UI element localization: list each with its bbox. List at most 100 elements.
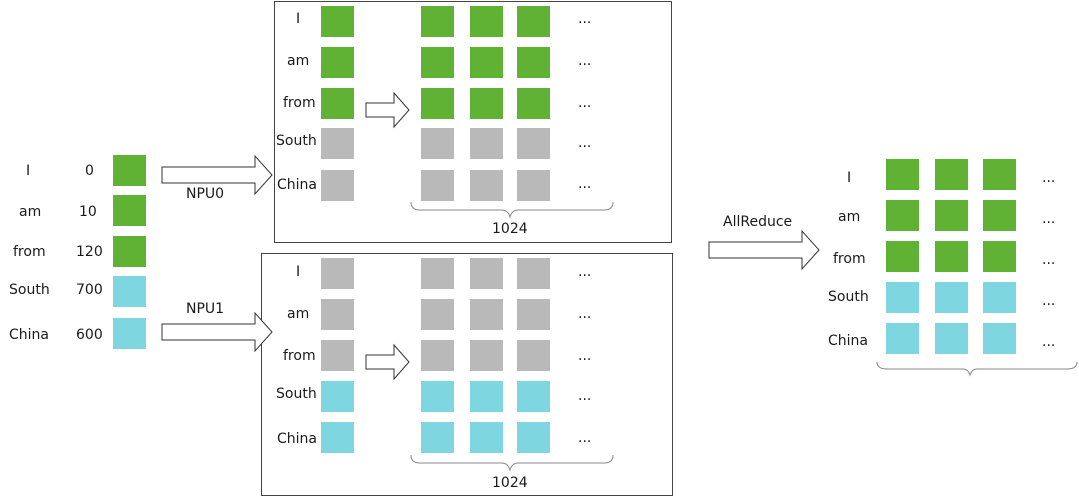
input-word-4: China [9,327,49,343]
result-emb-cell [886,159,919,190]
npu0-emb-cell [517,47,550,78]
input-cell-0 [113,155,146,186]
input-word-1: am [19,204,42,220]
npu0-emb-cell [421,47,454,78]
npu0-lookup-cell-2 [321,88,354,119]
npu1-brace [410,454,614,472]
result-word-4: China [828,333,868,349]
npu0-word-0: I [296,11,301,27]
npu1-emb-cell [421,299,454,330]
npu0-arrow [161,154,273,196]
result-word-1: am [838,209,861,225]
npu0-word-3: South [276,133,317,149]
input-word-3: South [9,282,50,298]
npu1-emb-cell [517,299,550,330]
npu0-ellipsis: ... [578,176,592,192]
npu0-word-1: am [287,53,310,69]
result-emb-cell [983,159,1016,190]
input-cell-3 [113,276,146,307]
npu1-lookup-cell-2 [321,340,354,371]
allreduce-arrow-label: AllReduce [723,214,793,230]
input-cell-1 [113,195,146,226]
npu0-emb-cell [470,170,503,201]
input-word-0: I [26,163,31,179]
result-word-2: from [833,251,866,267]
npu0-emb-cell [470,128,503,159]
result-word-0: I [847,170,852,186]
result-emb-cell [935,159,968,190]
npu0-emb-cell [421,6,454,37]
npu1-lookup-cell-0 [321,258,354,289]
input-index-0: 0 [85,163,94,179]
npu0-emb-cell [517,128,550,159]
result-ellipsis: ... [1042,211,1056,227]
input-cell-2 [113,236,146,267]
npu0-lookup-cell-1 [321,47,354,78]
npu1-arrow [161,311,273,353]
npu1-arrow-label: NPU1 [186,301,225,317]
npu1-ellipsis: ... [578,264,592,280]
npu0-width-label: 1024 [492,221,528,237]
npu1-ellipsis: ... [578,388,592,404]
result-emb-cell [983,323,1016,354]
result-emb-cell [983,282,1016,313]
npu1-emb-cell [470,299,503,330]
result-ellipsis: ... [1042,252,1056,268]
npu1-ellipsis: ... [578,430,592,446]
result-ellipsis: ... [1042,334,1056,350]
result-emb-cell [886,241,919,272]
input-index-2: 120 [76,244,103,260]
npu0-panel [274,1,672,243]
input-index-1: 10 [79,204,97,220]
npu0-lookup-cell-4 [321,170,354,201]
result-emb-cell [886,323,919,354]
npu0-emb-cell [421,128,454,159]
result-emb-cell [935,241,968,272]
result-ellipsis: ... [1042,293,1056,309]
result-word-3: South [828,289,869,305]
input-index-3: 700 [76,282,103,298]
npu1-emb-cell [421,422,454,453]
npu0-emb-cell [470,47,503,78]
npu1-word-3: South [276,386,317,402]
npu1-word-2: from [283,348,316,364]
npu0-lookup-cell-3 [321,128,354,159]
input-cell-4 [113,318,146,349]
npu0-emb-cell [470,88,503,119]
npu1-word-0: I [296,264,301,280]
result-emb-cell [983,241,1016,272]
npu1-lookup-cell-4 [321,422,354,453]
npu1-panel [261,253,673,496]
npu1-emb-cell [421,381,454,412]
npu1-ellipsis: ... [578,348,592,364]
npu0-emb-cell [517,88,550,119]
npu1-ellipsis: ... [578,306,592,322]
npu0-ellipsis: ... [578,53,592,69]
npu0-emb-cell [421,170,454,201]
input-word-2: from [13,244,46,260]
npu0-emb-cell [517,170,550,201]
npu1-emb-cell [517,340,550,371]
npu1-emb-cell [517,258,550,289]
result-brace [876,361,1078,377]
npu1-emb-cell [421,340,454,371]
npu0-word-2: from [283,95,316,111]
npu1-lookup-cell-1 [321,299,354,330]
npu1-emb-cell [470,340,503,371]
result-ellipsis: ... [1042,170,1056,186]
result-emb-cell [886,282,919,313]
npu1-emb-cell [470,422,503,453]
npu1-word-1: am [287,306,310,322]
result-emb-cell [983,200,1016,231]
npu0-word-4: China [277,177,317,193]
npu1-lookup-cell-3 [321,381,354,412]
npu0-ellipsis: ... [578,95,592,111]
npu0-arrow-label: NPU0 [186,186,225,202]
npu0-emb-cell [517,6,550,37]
npu0-lookup-arrow [365,91,410,129]
npu0-emb-cell [470,6,503,37]
npu1-emb-cell [470,258,503,289]
npu0-emb-cell [421,88,454,119]
